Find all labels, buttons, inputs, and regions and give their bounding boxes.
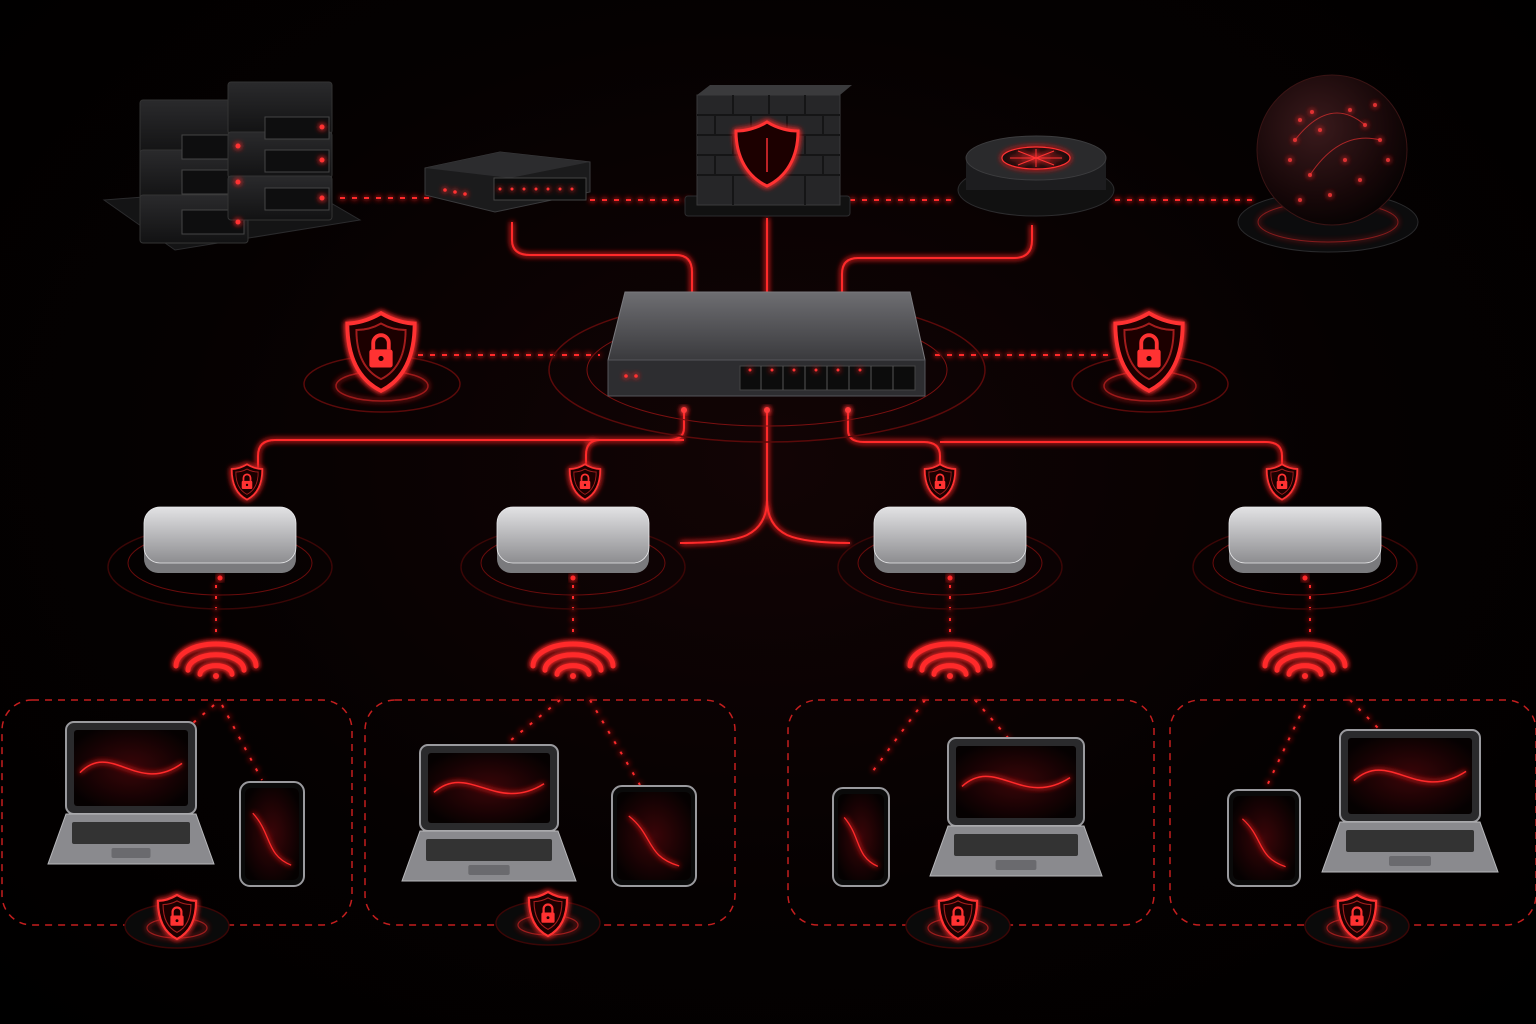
zone-4-devices <box>1227 729 1499 949</box>
link-wifi2-laptop <box>504 699 561 746</box>
shield-right <box>1071 311 1229 413</box>
server-stack-left <box>139 99 249 244</box>
client-devices <box>47 721 1499 949</box>
shield-lock-icon <box>345 311 417 393</box>
link-core-ap3 <box>847 410 941 470</box>
shield-lock-icon <box>1265 463 1299 501</box>
link-core-ap1 <box>257 410 685 470</box>
access-point-icon <box>1228 506 1382 581</box>
shield-lock-icon <box>923 463 957 501</box>
edge-switch-icon <box>424 151 591 213</box>
zone-1-badge <box>124 893 230 949</box>
smartphone-icon <box>239 781 305 887</box>
firewall-shield-icon <box>734 120 800 188</box>
zone-2-devices <box>401 744 697 946</box>
link-core-ap4 <box>940 441 1283 470</box>
link-wifi1-phone <box>221 704 263 781</box>
ap-3 <box>837 463 1063 679</box>
laptop-icon <box>401 744 577 882</box>
link-wifi3-laptop <box>974 699 1011 741</box>
zone-3-badge <box>905 893 1011 949</box>
ap-2 <box>460 463 686 679</box>
link-core-bus <box>679 410 851 544</box>
wifi-signal-icon <box>530 641 616 679</box>
link-wifi1-laptop <box>149 704 215 761</box>
core-switch <box>548 291 986 443</box>
access-points <box>107 463 1418 679</box>
laptop-icon <box>47 721 215 865</box>
laptop-icon <box>1321 729 1499 873</box>
smartphone-icon <box>832 787 890 887</box>
zone-4-badge <box>1304 893 1410 949</box>
ap-4 <box>1192 463 1418 679</box>
firewall-icon <box>684 85 852 217</box>
laptop-icon <box>929 737 1103 877</box>
wifi-signal-icon <box>173 641 259 679</box>
wifi-signal-icon <box>907 641 993 679</box>
shield-lock-icon <box>568 463 602 501</box>
zone-1-devices <box>47 721 305 949</box>
router-puck-icon <box>957 135 1115 217</box>
globe-icon <box>1237 74 1419 253</box>
zone-3-devices <box>832 737 1103 949</box>
tablet-icon <box>611 785 697 887</box>
link-edge-core <box>511 222 693 300</box>
core-switch-icon <box>607 291 926 397</box>
shield-lock-icon <box>1113 311 1185 393</box>
link-wifi4-tablet <box>1264 704 1306 791</box>
server-stack-right <box>227 81 333 221</box>
link-wifi2-tablet <box>589 699 641 786</box>
link-router-core <box>841 225 1033 300</box>
access-point-icon <box>496 506 650 581</box>
access-point-icon <box>873 506 1027 581</box>
zone-2-badge <box>495 890 601 946</box>
link-core-ap2 <box>585 439 684 470</box>
connection-links <box>149 197 1391 791</box>
tablet-icon <box>1227 789 1301 887</box>
client-zones <box>1 699 1536 926</box>
wifi-signal-icon <box>1262 641 1348 679</box>
shield-left <box>303 311 461 413</box>
link-wifi3-phone <box>869 699 926 776</box>
shield-lock-icon <box>230 463 264 501</box>
access-point-icon <box>143 506 297 581</box>
ap-1 <box>107 463 333 679</box>
server-rack-icon <box>102 81 362 251</box>
